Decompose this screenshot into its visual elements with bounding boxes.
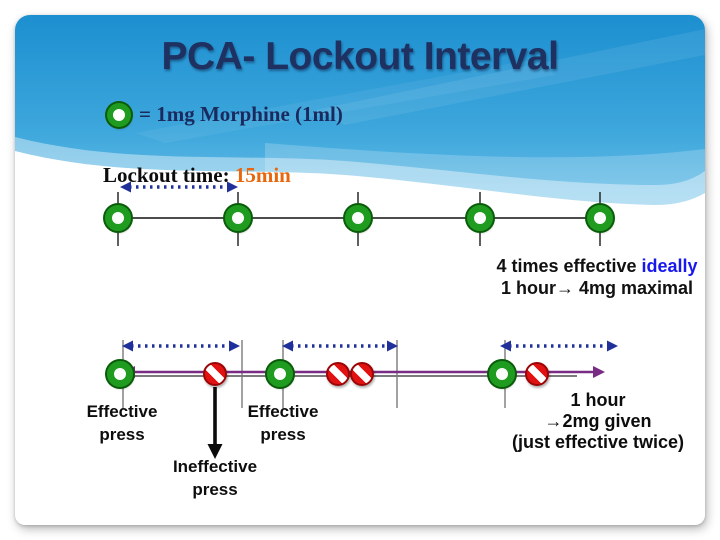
ideal-summary-line2: 1 hour→ 4mg maximal: [500, 278, 694, 298]
hour-summary-line1: 1 hour: [570, 390, 626, 410]
ideal-timeline-ticks: [117, 192, 601, 246]
wave-streak: [135, 59, 555, 143]
hour-summary-line3: (just effective twice): [511, 432, 685, 452]
effective-press-label-2-line1: Effective: [247, 402, 319, 421]
ideal-summary-line1-black: 4 times effective: [496, 256, 642, 276]
legend-row: = 1mg Morphine (1ml): [107, 102, 343, 127]
ideal-summary-note: 4 times effective ideally 1 hour→ 4mg ma…: [452, 255, 720, 299]
hour-summary-note: 1 hour →2mg given (just effective twice): [483, 390, 713, 453]
lockout-interval-arrow-2: [282, 340, 398, 352]
lockout-time-value: 15min: [234, 163, 291, 187]
lockout-interval-arrow-ideal: [120, 181, 238, 193]
effective-press-label-1: Effective press: [72, 400, 172, 446]
ideal-summary-line1-blue: ideally: [641, 256, 698, 276]
ineffective-press-pointer-arrow: [207, 387, 223, 459]
header-wave-background: [15, 15, 705, 250]
ideal-summary-line1: 4 times effective ideally: [452, 255, 720, 277]
lockout-time-label: Lockout time: 15min: [103, 163, 291, 188]
slide-title: PCA- Lockout Interval: [161, 35, 559, 78]
actual-timeline-ticks: [122, 340, 506, 408]
ineffective-press-label: Ineffective press: [160, 455, 270, 501]
ineffective-press-label-line2: press: [192, 480, 238, 499]
morphine-dose-icon: [107, 102, 131, 127]
effective-press-label-1-line1: Effective: [86, 402, 158, 421]
wave-white-foreground: [15, 151, 705, 250]
lockout-interval-arrow-3: [500, 340, 618, 352]
ineffective-press-label-line1: Ineffective: [172, 457, 258, 476]
effective-press-label-2: Effective press: [233, 400, 333, 446]
hour-summary-line2: →2mg given: [544, 411, 652, 431]
lockout-time-prefix: Lockout time:: [103, 163, 235, 187]
wave-streak: [315, 29, 705, 125]
legend-label: = 1mg Morphine (1ml): [139, 102, 343, 126]
lockout-interval-arrow-1: [122, 340, 240, 352]
effective-press-label-1-line2: press: [99, 425, 145, 444]
effective-press-label-2-line2: press: [260, 425, 306, 444]
presentation-slide: PCA- Lockout Interval = 1mg Morphine (1m…: [15, 15, 705, 525]
